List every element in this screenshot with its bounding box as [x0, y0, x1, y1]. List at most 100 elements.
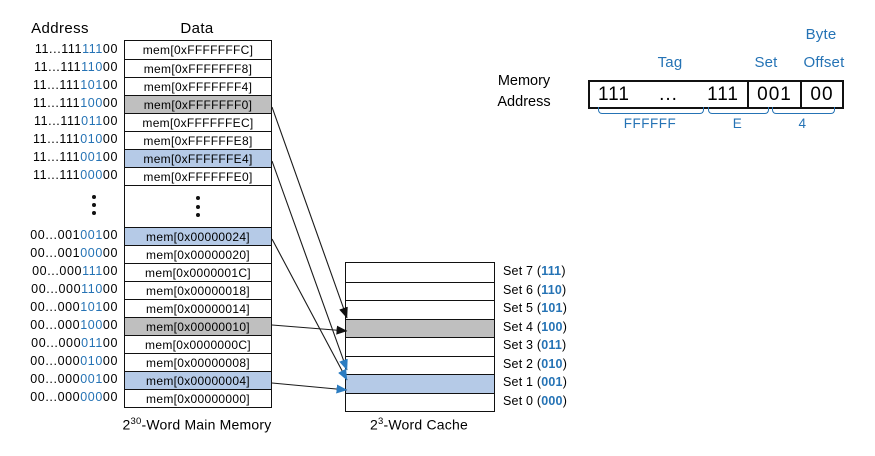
ellipsis-dot: [92, 203, 96, 207]
memory-ellipsis: [125, 185, 271, 227]
memory-to-cache-arrow: [271, 238, 348, 381]
tag-field-cell: 111 ... 111: [590, 82, 749, 107]
address-tag-bits: 11...111: [33, 96, 81, 110]
set-name: Set 6 (: [503, 282, 542, 297]
address-column-header: Address: [31, 20, 89, 37]
address-set-bits: 100: [80, 318, 103, 332]
address-tag-bits: 11...111: [34, 42, 83, 56]
memory-data-cell: mem[0xFFFFFFE8]: [125, 131, 271, 149]
address-set-bits: 101: [80, 78, 103, 92]
memory-to-cache-arrow: [271, 106, 348, 319]
address-tag-bits: 00...000: [30, 354, 81, 368]
offset-hex-bracket: [772, 107, 835, 114]
memory-data-cell: mem[0x00000014]: [125, 299, 271, 317]
cache-set-row: [346, 263, 494, 282]
paren-close: ): [562, 393, 568, 408]
offset-field-label: Offset: [803, 54, 845, 71]
address-offset-bits: 00: [102, 264, 118, 278]
address-offset-bits: 00: [102, 318, 118, 332]
set-name: Set 4 (: [503, 319, 542, 334]
cache-set-row: [346, 374, 494, 393]
memory-data-cell: mem[0xFFFFFFF0]: [125, 95, 271, 113]
ellipsis-dot: [92, 211, 96, 216]
address-set-bits: 101: [80, 300, 103, 314]
memory-data-cell: mem[0x00000018]: [125, 281, 271, 299]
memory-data-cell: mem[0xFFFFFFE0]: [125, 167, 271, 185]
cache-set-row: [346, 300, 494, 319]
address-offset-bits: 00: [102, 372, 118, 386]
set-field-label: Set: [754, 54, 778, 71]
paren-close: ): [562, 356, 568, 371]
caption-exponent: 3: [378, 416, 384, 427]
ellipsis-dot: [196, 212, 200, 217]
memory-to-cache-arrow: [271, 160, 348, 371]
ellipsis-dot: [196, 196, 200, 201]
memory-data-cell: mem[0x00000020]: [125, 245, 271, 263]
address-set-bits: 100: [80, 96, 103, 110]
cache-set-label: Set 6 (110): [503, 281, 613, 300]
cache-set-row: [346, 392, 494, 412]
set-name: Set 5 (: [503, 301, 542, 316]
address-offset-bits: 00: [102, 300, 118, 314]
set-name: Set 7 (: [503, 264, 542, 279]
address-set-bits: 000: [80, 168, 103, 182]
address-set-bits: 000: [80, 246, 103, 260]
address-offset-bits: 00: [102, 390, 118, 404]
memory-address-label: Memory Address: [478, 71, 570, 113]
main-memory-table: mem[0xFFFFFFFC]mem[0xFFFFFFF8]mem[0xFFFF…: [124, 40, 272, 408]
cache-set-label: Set 0 (000): [503, 392, 613, 411]
address-tag-bits: 00...000: [31, 282, 82, 296]
address-set-bits: 111: [82, 264, 103, 278]
set-index-bits: 000: [541, 393, 563, 408]
set-index-bits: 010: [541, 356, 563, 371]
set-hex-value: E: [732, 116, 743, 131]
paren-close: ): [562, 338, 567, 353]
memory-data-cell: mem[0x0000000C]: [125, 335, 271, 353]
cache-set-label: Set 2 (010): [503, 355, 613, 374]
memory-data-cell: mem[0xFFFFFFF8]: [125, 59, 271, 77]
address-set-bits: 010: [80, 354, 103, 368]
paren-close: ): [562, 319, 568, 334]
cache-set-label: Set 4 (100): [503, 318, 613, 337]
address-offset-bits: 00: [102, 132, 118, 146]
memory-data-cell: mem[0xFFFFFFF4]: [125, 77, 271, 95]
address-set-bits: 000: [80, 390, 103, 404]
tag-bits-left: 111: [598, 83, 630, 105]
cache-caption: 23-Word Cache: [337, 416, 501, 433]
memory-address-label-line2: Address: [497, 94, 551, 110]
address-set-bits: 110: [81, 60, 103, 74]
tag-hex-value: FFFFFF: [623, 116, 677, 131]
cache-set-label: Set 5 (101): [503, 299, 613, 318]
memory-to-cache-arrow: [271, 324, 348, 335]
tag-field-label: Tag: [657, 54, 683, 71]
tag-bits-right: 111: [707, 83, 739, 105]
address-offset-bits: 00: [102, 282, 118, 296]
set-index-bits: 101: [541, 301, 563, 316]
tag-hex-bracket: [598, 107, 704, 114]
caption-suffix: -Word Cache: [383, 416, 468, 433]
address-set-bits: 110: [81, 282, 103, 296]
set-name: Set 2 (: [503, 356, 542, 371]
address-offset-bits: 00: [102, 42, 118, 56]
cache-set-row: [346, 337, 494, 356]
address-offset-bits: 00: [102, 150, 118, 164]
data-column-header: Data: [180, 20, 214, 37]
address-tag-bits: 00...000: [32, 264, 83, 278]
memory-data-cell: mem[0x0000001C]: [125, 263, 271, 281]
address-tag-bits: 00...000: [30, 318, 81, 332]
address-set-bits: 010: [80, 132, 103, 146]
